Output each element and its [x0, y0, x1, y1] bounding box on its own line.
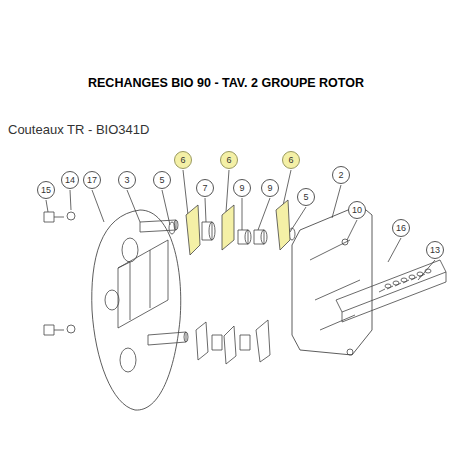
callout-circle: 3 — [118, 171, 136, 189]
callout-number: 14 — [65, 176, 75, 185]
diagram-title: RECHANGES BIO 90 - TAV. 2 GROUPE ROTOR — [0, 76, 452, 90]
callout-circle: 5 — [297, 188, 315, 206]
callout-circle: 13 — [426, 241, 444, 259]
callout-circle: 10 — [348, 201, 366, 219]
callout-number: 7 — [202, 184, 207, 193]
callout-number: 6 — [288, 156, 293, 165]
callout-number: 17 — [87, 176, 97, 185]
callout-circle: 6 — [282, 151, 300, 169]
callout-circle: 9 — [233, 179, 251, 197]
callout-circle: 6 — [220, 151, 238, 169]
callout-number: 5 — [303, 193, 308, 202]
callout-number: 6 — [180, 156, 185, 165]
callout-circle: 14 — [61, 171, 79, 189]
callout-number: 6 — [226, 156, 231, 165]
callout-circle: 6 — [174, 151, 192, 169]
callout-number: 9 — [239, 184, 244, 193]
callout-number: 2 — [338, 171, 343, 180]
callout-number: 3 — [124, 176, 129, 185]
callout-circle: 5 — [153, 171, 171, 189]
callout-number: 15 — [41, 186, 51, 195]
callout-circle: 7 — [196, 179, 214, 197]
callout-number: 9 — [267, 184, 272, 193]
callout-circle: 15 — [37, 181, 55, 199]
callout-number: 16 — [396, 224, 406, 233]
callout-number: 13 — [430, 246, 440, 255]
callout-number: 5 — [159, 176, 164, 185]
callout-circle: 16 — [392, 219, 410, 237]
kit-label: Couteaux TR - BIO341D — [8, 122, 149, 137]
callout-circle: 17 — [83, 171, 101, 189]
callout-circle: 9 — [261, 179, 279, 197]
callout-number: 10 — [352, 206, 362, 215]
callout-circle: 2 — [332, 166, 350, 184]
